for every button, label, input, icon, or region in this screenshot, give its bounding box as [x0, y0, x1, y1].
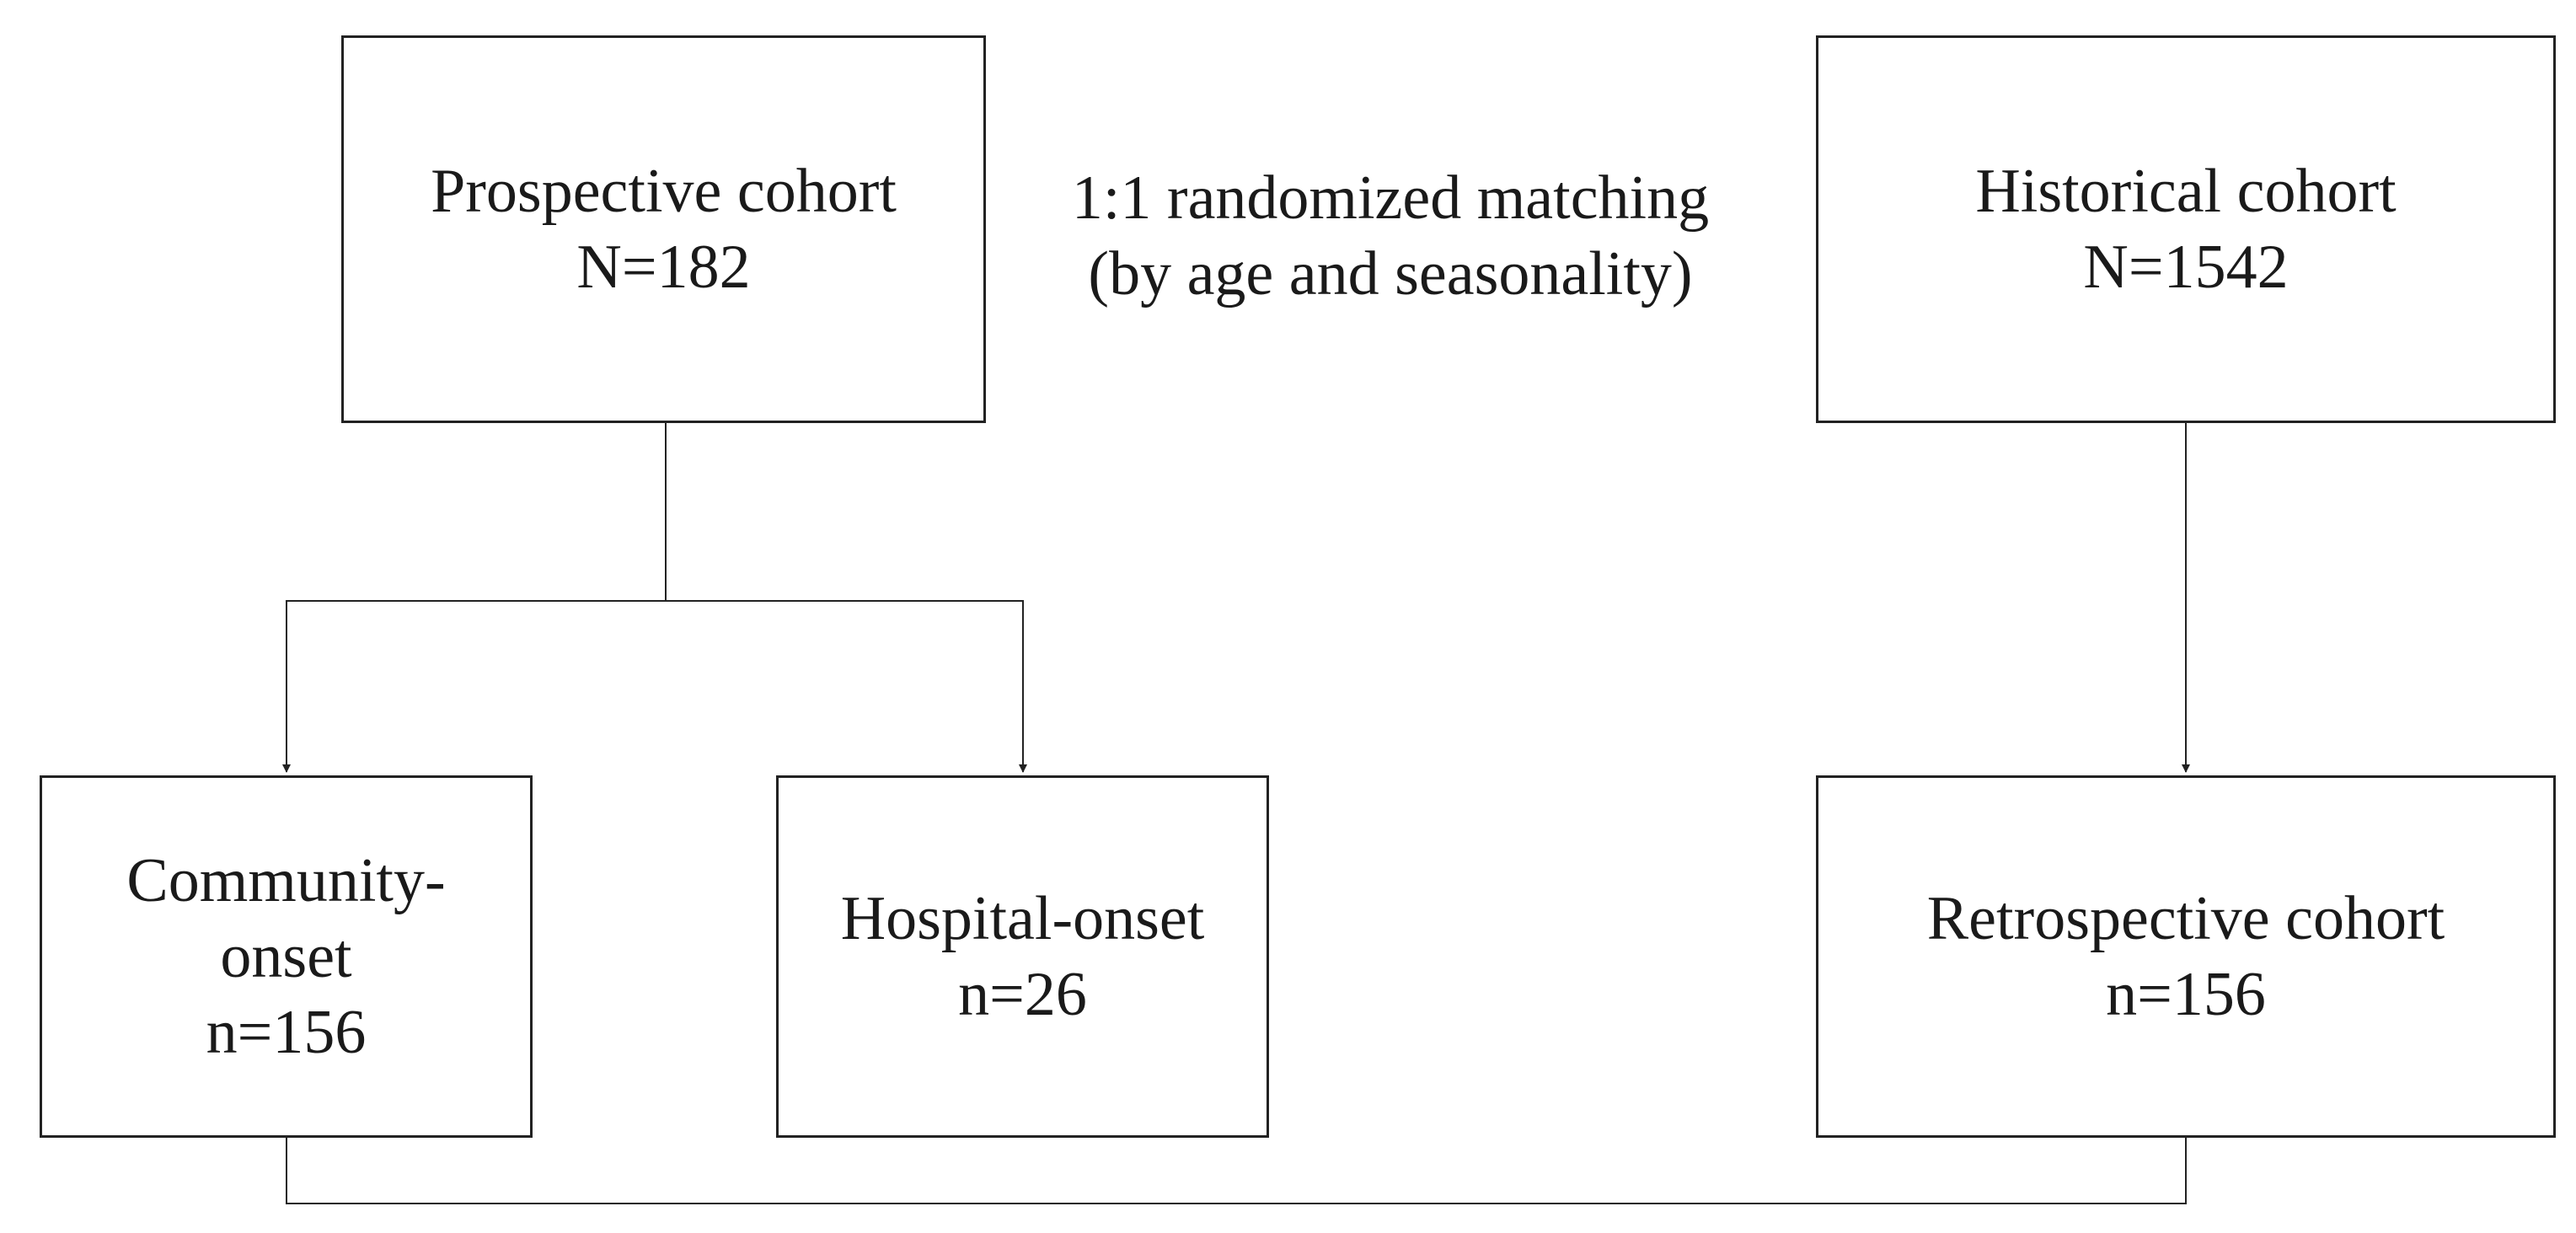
retrospective-cohort-count: n=156: [2106, 960, 2266, 1029]
community-onset-count: n=156: [206, 998, 367, 1068]
historical-cohort-title: Historical cohort: [1975, 156, 2397, 226]
community-onset-line2: onset: [220, 921, 352, 991]
matching-note-line1: 1:1 randomized matching: [1071, 164, 1710, 233]
matching-note-line2: (by age and seasonality): [1088, 239, 1693, 309]
prospective-cohort-box: Prospective cohort N=182: [341, 35, 986, 423]
hospital-branch-connector: [287, 600, 1027, 773]
matching-note: 1:1 randomized matching (by age and seas…: [1011, 160, 1770, 313]
historical-cohort-count: N=1542: [2083, 233, 2289, 302]
retrospective-cohort-title: Retrospective cohort: [1926, 883, 2445, 953]
community-onset-box: Community- onset n=156: [40, 775, 533, 1138]
community-onset-line1: Community-: [126, 845, 446, 915]
hospital-onset-count: n=26: [958, 960, 1087, 1029]
prospective-cohort-count: N=182: [576, 233, 751, 302]
prospective-split-connector: [282, 421, 667, 773]
prospective-cohort-title: Prospective cohort: [431, 156, 897, 226]
hospital-onset-title: Hospital-onset: [840, 883, 1205, 953]
matching-bracket-connector: [286, 1136, 2187, 1204]
hospital-onset-box: Hospital-onset n=26: [776, 775, 1269, 1138]
retrospective-cohort-box: Retrospective cohort n=156: [1816, 775, 2556, 1138]
historical-cohort-box: Historical cohort N=1542: [1816, 35, 2556, 423]
